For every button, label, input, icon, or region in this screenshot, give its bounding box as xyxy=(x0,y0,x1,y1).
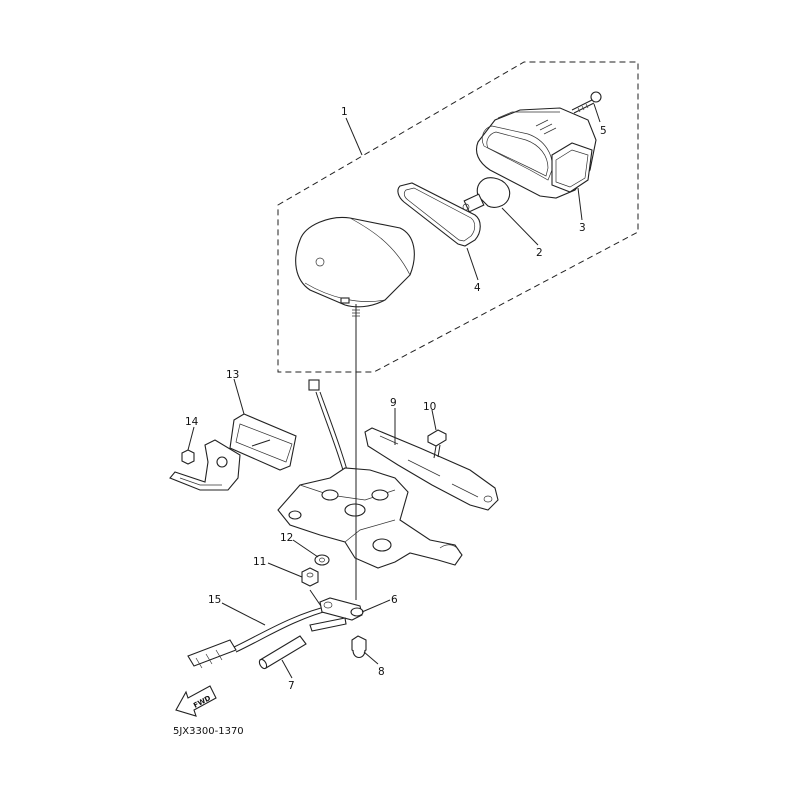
callout-5: 5 xyxy=(600,125,607,137)
screw xyxy=(571,91,602,114)
forward-direction-arrow: FWD xyxy=(175,685,217,717)
nut xyxy=(301,567,319,587)
callout-14: 14 xyxy=(185,416,199,428)
nut-small xyxy=(181,449,195,465)
bulb xyxy=(462,177,511,213)
leader-lines xyxy=(187,103,601,679)
callout-6: 6 xyxy=(391,594,398,606)
callout-11: 11 xyxy=(253,556,266,568)
callout-10: 10 xyxy=(423,401,436,413)
tail-light-lens xyxy=(295,216,415,318)
washer-plate xyxy=(309,597,364,632)
protective-tube xyxy=(258,635,307,670)
tail-light-housing xyxy=(475,107,597,199)
callout-4: 4 xyxy=(474,282,481,294)
callout-1: 1 xyxy=(341,106,348,118)
callout-15: 15 xyxy=(208,594,221,606)
mounting-bracket xyxy=(277,467,463,569)
callout-2: 2 xyxy=(536,247,543,259)
washer xyxy=(314,554,330,566)
callout-8: 8 xyxy=(378,666,385,678)
callout-13: 13 xyxy=(226,369,239,381)
callout-12: 12 xyxy=(280,532,293,544)
callout-3: 3 xyxy=(579,222,586,234)
callout-9: 9 xyxy=(390,397,397,409)
lens-gasket xyxy=(397,182,481,247)
callout-7: 7 xyxy=(288,680,295,692)
bolt xyxy=(427,429,447,459)
lead-wire xyxy=(187,589,335,669)
reflector-bracket xyxy=(169,439,241,491)
cap-nut xyxy=(351,635,367,659)
diagram-code: 5JX3300-1370 xyxy=(173,726,244,737)
assembly-boundary xyxy=(277,61,639,373)
